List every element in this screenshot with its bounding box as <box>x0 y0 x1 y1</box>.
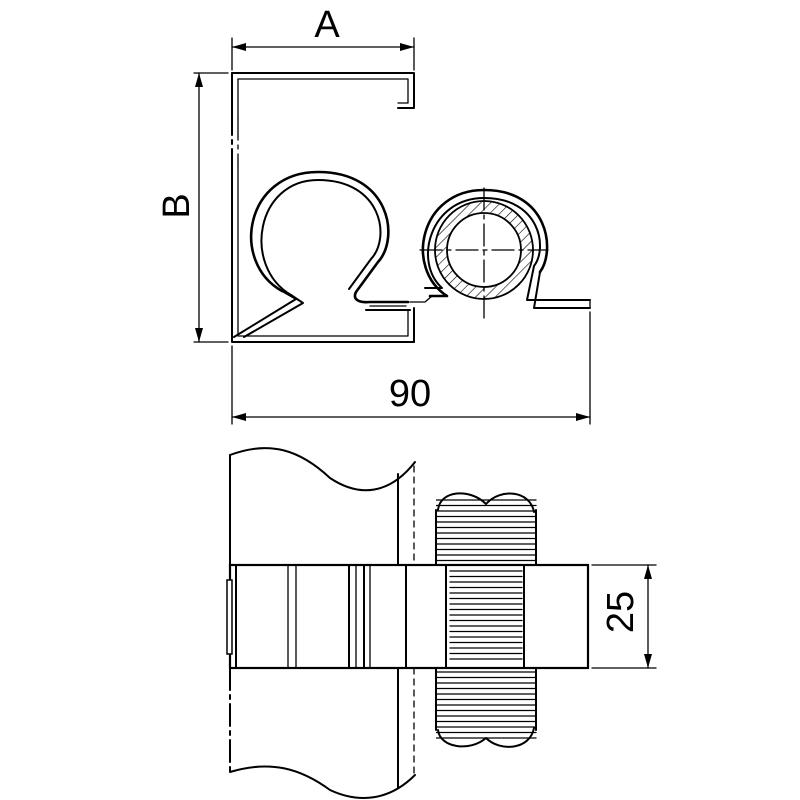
clamp-band <box>226 563 590 670</box>
dimension-b: B <box>156 72 229 343</box>
mounting-channel <box>231 72 415 343</box>
mounting-rail <box>229 447 416 799</box>
corrugated-tube <box>435 492 537 748</box>
dimension-width: 90 <box>231 311 591 425</box>
left-clamp <box>233 170 411 338</box>
front-view: 25 <box>226 447 657 799</box>
dimension-depth: 25 <box>591 564 657 669</box>
band-tube-ribs <box>449 570 523 660</box>
dimension-depth-label: 25 <box>600 591 642 633</box>
dimension-a: A <box>231 4 415 71</box>
dimension-b-label: B <box>156 193 198 218</box>
section-view: A B 90 <box>156 4 591 425</box>
dimension-a-label: A <box>314 4 340 46</box>
tube-section <box>419 187 549 321</box>
dimension-width-label: 90 <box>389 373 431 415</box>
tube-ribs <box>436 499 537 739</box>
